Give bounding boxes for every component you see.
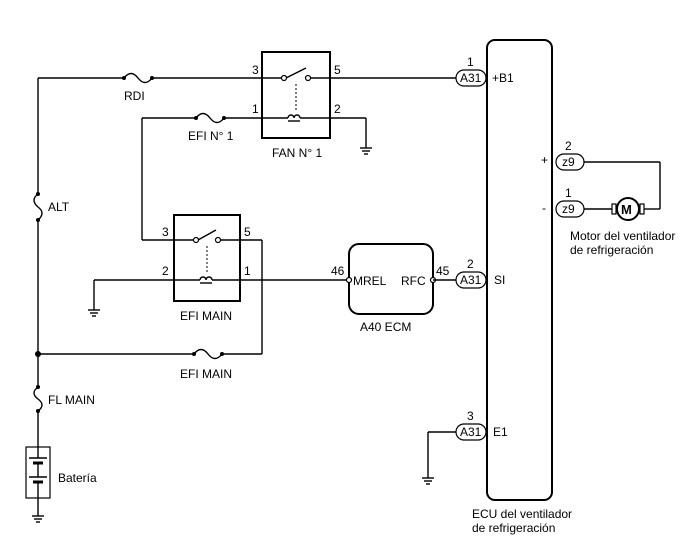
fuse-flmain <box>33 385 43 413</box>
ecm-rfc-label: RFC <box>401 274 426 288</box>
connector-minus-pin: 1 <box>565 186 572 200</box>
relay-fan1-pin3: 3 <box>252 63 259 77</box>
relay-fan1-label: FAN N° 1 <box>272 146 322 160</box>
fan-ecu-label-line1: ECU del ventilador <box>472 507 572 521</box>
fuse-alt-label: ALT <box>48 200 70 214</box>
ecu-b1-label: +B1 <box>492 71 514 85</box>
ecm-mrel-label: MREL <box>353 274 387 288</box>
fuse-alt <box>33 192 43 222</box>
relay-efimain <box>173 214 241 302</box>
connector-b1-pin: 1 <box>467 55 474 69</box>
fuse-efi1-label: EFI N° 1 <box>188 129 234 143</box>
connector-plus-pin: 2 <box>565 139 572 153</box>
relay-fan1-pin2: 2 <box>334 102 341 116</box>
fuse-efimain-label: EFI MAIN <box>180 367 232 381</box>
connector-si-pin: 2 <box>467 257 474 271</box>
fuse-rdi-label: RDI <box>124 89 145 103</box>
relay-efimain-pin3: 3 <box>162 225 169 239</box>
relay-fan1 <box>261 51 331 139</box>
efi1-wire <box>141 112 262 241</box>
battery-label: Batería <box>58 471 97 485</box>
e1-ground-wire <box>427 431 456 478</box>
fuse-flmain-label: FL MAIN <box>48 393 95 407</box>
relay-efimain-pin2: 2 <box>162 264 169 278</box>
efimain-ground-wire <box>93 279 174 310</box>
ground-icon <box>88 309 100 317</box>
relay-fan1-pin5: 5 <box>334 63 341 77</box>
motor-wire <box>584 161 661 210</box>
connector-si <box>455 271 487 289</box>
fan-ecu-label-line2: de refrigeración <box>472 521 555 535</box>
ground-icon <box>360 147 372 155</box>
ecu-plus-label: + <box>541 153 548 167</box>
connector-b1-code: A31 <box>460 71 482 85</box>
ecm-pin-mrel-number: 46 <box>331 264 345 278</box>
motor-label-line1: Motor del ventilador <box>570 229 675 243</box>
connector-e1-code: A31 <box>460 425 482 439</box>
ground-icon <box>422 477 434 485</box>
ecu-si-label: SI <box>494 273 505 287</box>
fuse-rdi <box>122 72 154 84</box>
efimain-bus-wire <box>35 239 263 360</box>
ecm-label: A40 ECM <box>360 320 411 334</box>
relay-efimain-label: EFI MAIN <box>180 309 232 323</box>
fan-ecu-box <box>486 39 553 501</box>
fan1-ground-wire <box>330 117 367 148</box>
battery-icon <box>25 446 51 499</box>
connector-minus-code: z9 <box>562 202 575 216</box>
connector-plus-code: z9 <box>562 155 575 169</box>
connector-e1-pin: 3 <box>467 409 474 423</box>
ecm-box <box>345 243 437 315</box>
relay-efimain-pin5: 5 <box>244 225 251 239</box>
relay-efimain-pin1: 1 <box>244 264 251 278</box>
ecu-e1-label: E1 <box>493 425 508 439</box>
connector-b1 <box>455 69 487 87</box>
connector-si-code: A31 <box>460 273 482 287</box>
motor-icon <box>611 197 645 221</box>
ecu-minus-label: - <box>542 201 546 215</box>
relay-fan1-pin1: 1 <box>252 102 259 116</box>
ecm-pin-rfc-number: 45 <box>436 264 450 278</box>
motor-symbol: M <box>621 202 632 217</box>
ground-icon <box>32 515 44 523</box>
motor-label-line2: de refrigeración <box>570 243 653 257</box>
